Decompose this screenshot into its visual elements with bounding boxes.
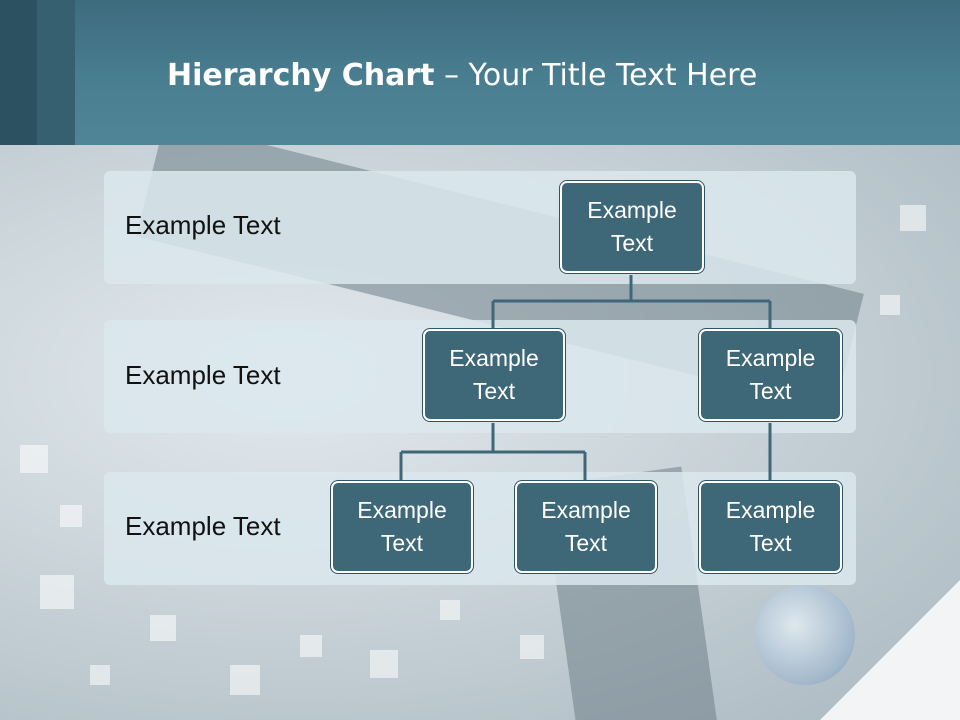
corner-decoration <box>820 580 960 720</box>
level-label-3[interactable]: Example Text <box>125 511 281 541</box>
level-band-1 <box>104 171 856 284</box>
decorative-square <box>440 600 460 620</box>
decorative-square <box>40 575 74 609</box>
decorative-square <box>150 615 176 641</box>
slide-title[interactable]: Hierarchy Chart – Your Title Text Here <box>167 52 757 100</box>
decorative-square <box>230 665 260 695</box>
decorative-square <box>60 505 82 527</box>
decorative-square <box>900 205 926 231</box>
slide-title-rest: – Your Title Text Here <box>434 58 758 93</box>
level-label-1[interactable]: Example Text <box>125 210 281 240</box>
decorative-square <box>20 445 48 473</box>
level-label-2[interactable]: Example Text <box>125 360 281 390</box>
decorative-square <box>370 650 398 678</box>
header-accent-block <box>37 0 75 145</box>
title-bar: Hierarchy Chart – Your Title Text Here <box>0 0 960 145</box>
decorative-square <box>880 295 900 315</box>
decorative-square <box>520 635 544 659</box>
slide-title-bold: Hierarchy Chart <box>167 58 435 93</box>
decorative-square <box>90 665 110 685</box>
decorative-square <box>300 635 322 657</box>
header-accent-block <box>0 0 37 145</box>
